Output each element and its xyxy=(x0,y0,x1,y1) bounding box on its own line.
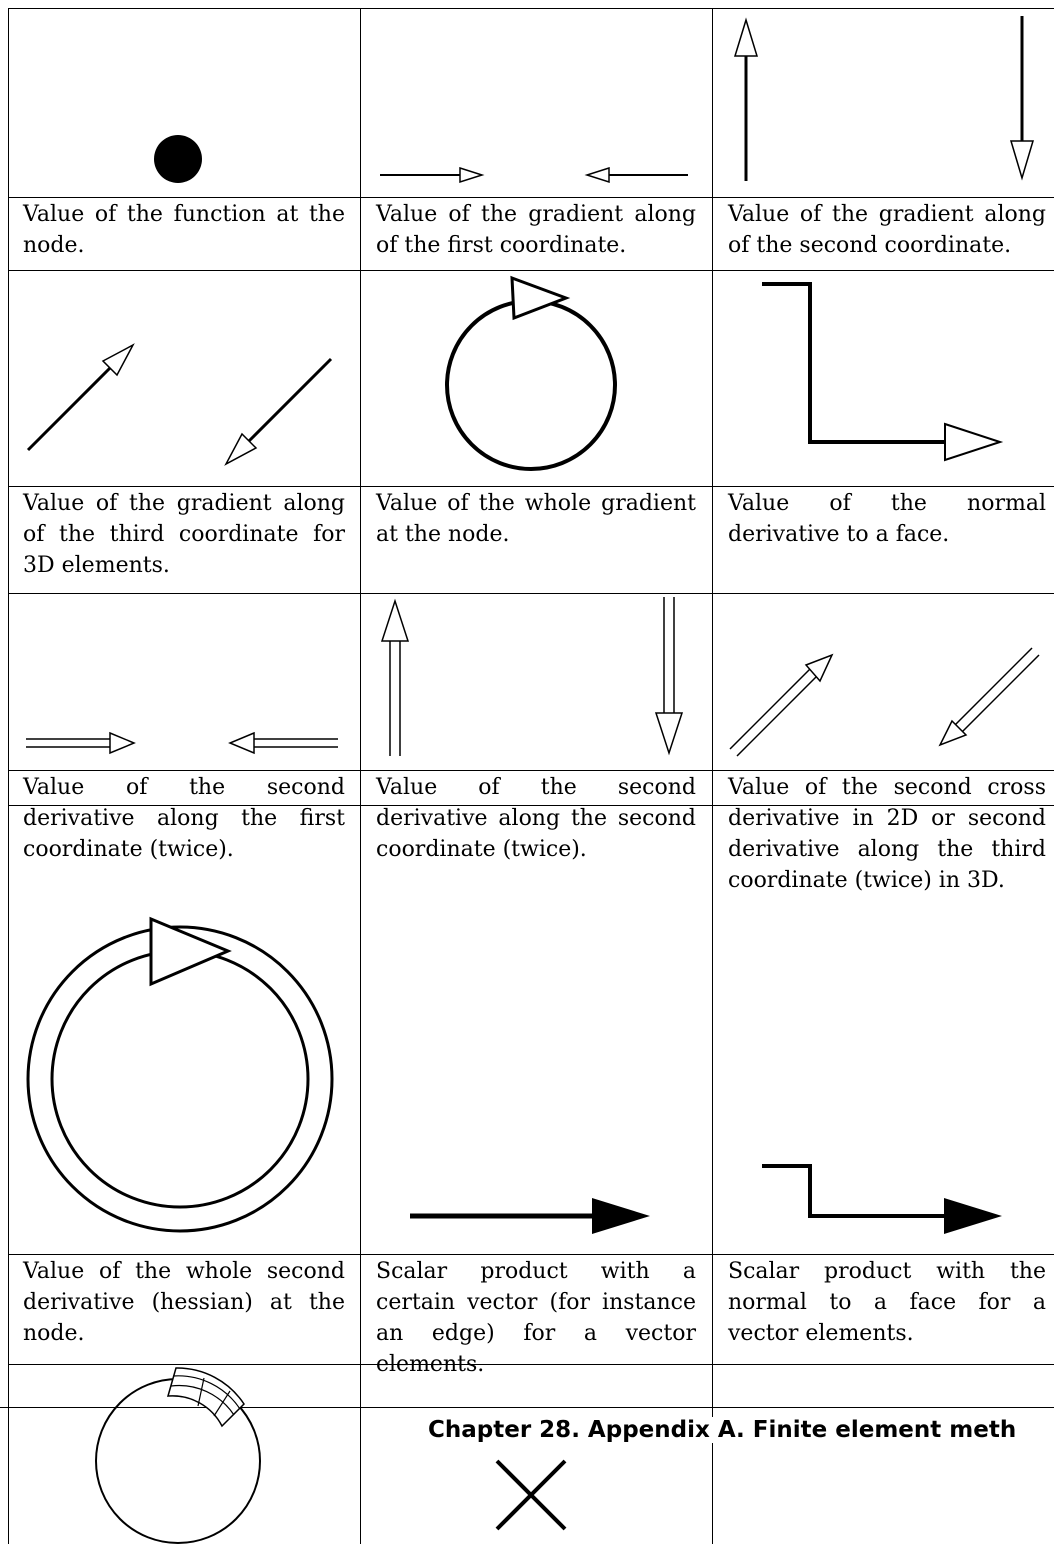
normal-derivative-arrow-icon xyxy=(762,282,1004,462)
horizontal-arrows-icon xyxy=(380,166,688,184)
row-divider xyxy=(8,1254,1054,1255)
caption-gradient-first: Value of the gradient along of the first… xyxy=(376,202,696,258)
double-circle-arrow-icon xyxy=(26,916,334,1233)
chapter-running-header: Chapter 28. Appendix A. Finite element m… xyxy=(426,1417,1019,1443)
page-header-rule xyxy=(0,1407,1054,1408)
table-border-top xyxy=(8,8,1054,9)
caption-scalar-product-normal: Scalar product with the normal to a face… xyxy=(728,1259,1046,1346)
row-divider xyxy=(8,805,1054,806)
table-border-left xyxy=(8,8,9,1544)
double-vertical-arrows-icon xyxy=(380,597,684,756)
circle-grid-icon xyxy=(95,1367,261,1544)
row-divider xyxy=(8,1364,1054,1365)
caption-scalar-product-vector: Scalar product with a certain vector (fo… xyxy=(376,1259,696,1377)
table-border-col1 xyxy=(360,8,361,1544)
caption-function-value: Value of the function at the node. xyxy=(23,202,345,258)
filled-arrow-icon xyxy=(410,1198,650,1234)
row-divider xyxy=(8,593,1054,594)
caption-normal-derivative: Value of the normal derivative to a face… xyxy=(728,491,1046,547)
caption-second-cross-derivative: Value of the second cross derivative in … xyxy=(728,775,1046,893)
filled-dot-icon xyxy=(154,135,202,183)
double-horizontal-arrows-icon xyxy=(26,731,338,755)
caption-second-derivative-first: Value of the second derivative along the… xyxy=(23,775,345,862)
row-divider xyxy=(8,770,1054,771)
caption-second-derivative-second: Value of the second derivative along the… xyxy=(376,775,696,862)
table-border-col2 xyxy=(712,8,713,1544)
caption-whole-gradient: Value of the whole gradient at the node. xyxy=(376,491,696,547)
caption-gradient-second: Value of the gradient along of the secon… xyxy=(728,202,1046,258)
vertical-arrows-icon xyxy=(733,16,1035,181)
caption-whole-second-derivative: Value of the whole second derivative (he… xyxy=(23,1259,345,1346)
double-diagonal-arrows-icon xyxy=(729,647,1040,757)
diagonal-arrows-icon xyxy=(26,343,333,466)
caption-gradient-third: Value of the gradient along of the third… xyxy=(23,491,345,578)
row-divider xyxy=(8,197,1054,198)
cross-icon xyxy=(495,1459,567,1531)
row-divider xyxy=(8,486,1054,487)
row-divider xyxy=(8,270,1054,271)
normal-filled-arrow-icon xyxy=(762,1164,1002,1234)
circle-arrow-icon xyxy=(445,275,617,471)
